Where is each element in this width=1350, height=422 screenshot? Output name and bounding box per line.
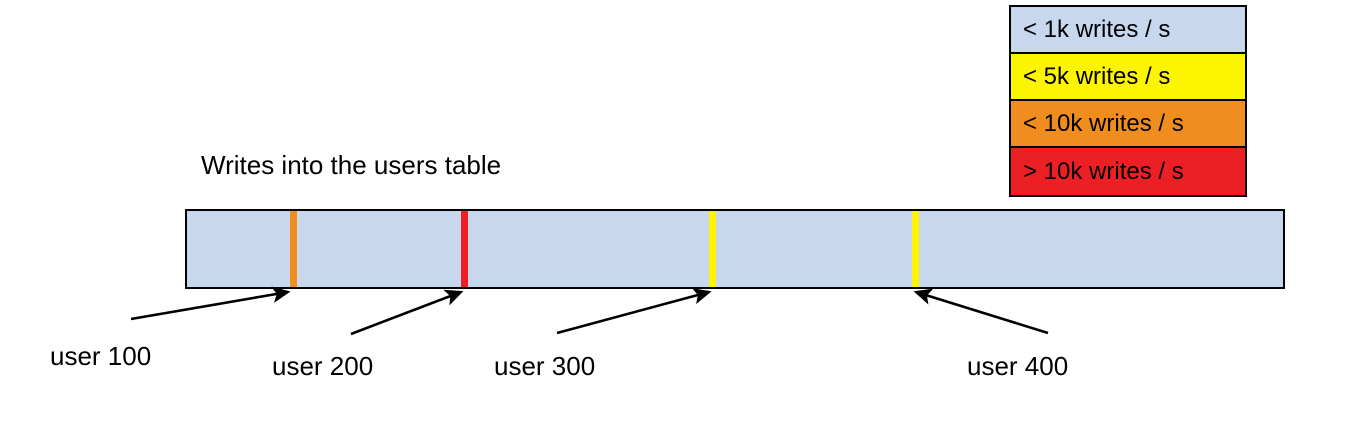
marker-user-100: [290, 211, 297, 287]
legend-row-under-5k: < 5k writes / s: [1011, 54, 1245, 101]
arrow-user-200: [350, 289, 464, 336]
legend-label-over-10k: > 10k writes / s: [1023, 157, 1184, 185]
writes-legend: < 1k writes / s < 5k writes / s < 10k wr…: [1009, 5, 1247, 197]
bar-title: Writes into the users table: [201, 150, 502, 180]
label-user-200: user 200: [272, 351, 374, 381]
legend-row-under-10k: < 10k writes / s: [1011, 101, 1245, 148]
marker-user-200: [461, 211, 468, 287]
marker-user-400: [912, 211, 919, 287]
legend-row-over-10k: > 10k writes / s: [1011, 148, 1245, 195]
users-table-bar: [185, 209, 1285, 289]
legend-label-under-1k: < 1k writes / s: [1023, 15, 1171, 43]
legend-label-under-5k: < 5k writes / s: [1023, 62, 1171, 90]
arrow-user-400: [913, 288, 1049, 335]
arrow-user-300: [556, 288, 712, 335]
arrow-user-100: [130, 286, 291, 321]
legend-label-under-10k: < 10k writes / s: [1023, 109, 1184, 137]
label-user-100: user 100: [50, 341, 152, 371]
label-user-300: user 300: [494, 351, 596, 381]
legend-row-under-1k: < 1k writes / s: [1011, 7, 1245, 54]
label-user-400: user 400: [967, 351, 1069, 381]
marker-user-300: [709, 211, 716, 287]
